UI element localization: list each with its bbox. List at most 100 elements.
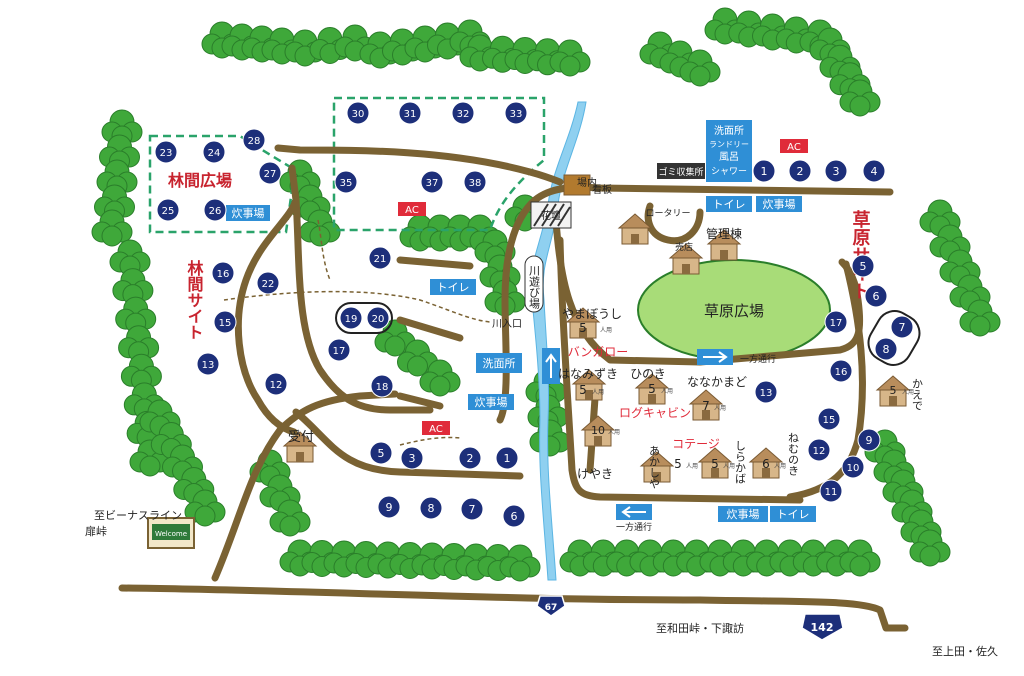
campsite-circle[interactable] [420, 170, 444, 194]
campsite-circle[interactable] [890, 315, 914, 339]
campsite-30[interactable]: 30 [346, 101, 370, 125]
campsite-12[interactable]: 12 [264, 372, 288, 396]
campsite-11[interactable]: 11 [819, 479, 843, 503]
campsite-circle[interactable] [874, 337, 898, 361]
campsite-circle[interactable] [419, 496, 443, 520]
campsite-22[interactable]: 22 [256, 271, 280, 295]
campsite-circle[interactable] [864, 284, 888, 308]
campsite-2[interactable]: 2 [458, 446, 482, 470]
campsite-circle[interactable] [256, 271, 280, 295]
campsite-circle[interactable] [400, 446, 424, 470]
campsite-circle[interactable] [458, 446, 482, 470]
campsite-circle[interactable] [817, 407, 841, 431]
campsite-24[interactable]: 24 [202, 140, 226, 164]
campsite-circle[interactable] [857, 428, 881, 452]
campsite-circle[interactable] [377, 495, 401, 519]
campsite-19[interactable]: 19 [339, 306, 363, 330]
campsite-circle[interactable] [862, 159, 886, 183]
campsite-circle[interactable] [370, 374, 394, 398]
campsite-4[interactable]: 4 [862, 159, 886, 183]
campsite-31[interactable]: 31 [398, 101, 422, 125]
campsite-18[interactable]: 18 [370, 374, 394, 398]
campsite-circle[interactable] [368, 246, 392, 270]
campsite-circle[interactable] [851, 254, 875, 278]
campsite-20[interactable]: 20 [366, 306, 390, 330]
campsite-circle[interactable] [824, 310, 848, 334]
campsite-circle[interactable] [451, 101, 475, 125]
campsite-12[interactable]: 12 [807, 438, 831, 462]
campsite-1[interactable]: 1 [752, 159, 776, 183]
campsite-number: 3 [409, 452, 416, 465]
campsite-17[interactable]: 17 [824, 310, 848, 334]
campsite-15[interactable]: 15 [817, 407, 841, 431]
campsite-circle[interactable] [841, 455, 865, 479]
campsite-circle[interactable] [196, 352, 220, 376]
campsite-circle[interactable] [346, 101, 370, 125]
campsite-circle[interactable] [154, 140, 178, 164]
campsite-2[interactable]: 2 [788, 159, 812, 183]
campsite-circle[interactable] [495, 446, 519, 470]
campsite-circle[interactable] [829, 359, 853, 383]
campsite-35[interactable]: 35 [334, 170, 358, 194]
campsite-6[interactable]: 6 [502, 504, 526, 528]
campsite-13[interactable]: 13 [196, 352, 220, 376]
campsite-15[interactable]: 15 [213, 310, 237, 334]
campsite-26[interactable]: 26 [203, 198, 227, 222]
campsite-circle[interactable] [502, 504, 526, 528]
campsite-circle[interactable] [754, 380, 778, 404]
campsite-8[interactable]: 8 [874, 337, 898, 361]
campsite-circle[interactable] [463, 170, 487, 194]
campsite-circle[interactable] [211, 261, 235, 285]
campsite-38[interactable]: 38 [463, 170, 487, 194]
campsite-5[interactable]: 5 [369, 441, 393, 465]
campsite-circle[interactable] [788, 159, 812, 183]
campsite-circle[interactable] [339, 306, 363, 330]
campsite-33[interactable]: 33 [504, 101, 528, 125]
campsite-9[interactable]: 9 [857, 428, 881, 452]
campsite-circle[interactable] [369, 441, 393, 465]
campsite-9[interactable]: 9 [377, 495, 401, 519]
campsite-circle[interactable] [334, 170, 358, 194]
campsite-circle[interactable] [504, 101, 528, 125]
campsite-circle[interactable] [366, 306, 390, 330]
campsite-1[interactable]: 1 [495, 446, 519, 470]
campsite-3[interactable]: 3 [824, 159, 848, 183]
campsite-circle[interactable] [819, 479, 843, 503]
campsite-16[interactable]: 16 [211, 261, 235, 285]
campsite-circle[interactable] [327, 338, 351, 362]
campsite-6[interactable]: 6 [864, 284, 888, 308]
site-pair-7-8 [867, 310, 921, 366]
campsite-10[interactable]: 10 [841, 455, 865, 479]
campsite-circle[interactable] [213, 310, 237, 334]
cabin-yamaboushi: やまぼうし [562, 307, 622, 321]
campsite-27[interactable]: 27 [258, 161, 282, 185]
campsite-circle[interactable] [202, 140, 226, 164]
campsite-32[interactable]: 32 [451, 101, 475, 125]
campsite-28[interactable]: 28 [242, 128, 266, 152]
campsite-13[interactable]: 13 [754, 380, 778, 404]
campsite-circle[interactable] [242, 128, 266, 152]
campsite-7[interactable]: 7 [460, 497, 484, 521]
cabin-kaede: かえで [911, 378, 924, 411]
campsite-circle[interactable] [258, 161, 282, 185]
campsite-circle[interactable] [203, 198, 227, 222]
campsite-17[interactable]: 17 [327, 338, 351, 362]
campsite-circle[interactable] [824, 159, 848, 183]
campsite-circle[interactable] [156, 198, 180, 222]
campsite-circle[interactable] [460, 497, 484, 521]
campsite-25[interactable]: 25 [156, 198, 180, 222]
campsite-16[interactable]: 16 [829, 359, 853, 383]
campsite-7[interactable]: 7 [890, 315, 914, 339]
campsite-circle[interactable] [264, 372, 288, 396]
campsite-21[interactable]: 21 [368, 246, 392, 270]
campsite-23[interactable]: 23 [154, 140, 178, 164]
campsite-number: 32 [457, 109, 470, 120]
campsite-37[interactable]: 37 [420, 170, 444, 194]
campsite-circle[interactable] [398, 101, 422, 125]
campsite-circle[interactable] [807, 438, 831, 462]
campsite-5[interactable]: 5 [851, 254, 875, 278]
campsite-8[interactable]: 8 [419, 496, 443, 520]
campsite-circle[interactable] [752, 159, 776, 183]
campsite-3[interactable]: 3 [400, 446, 424, 470]
